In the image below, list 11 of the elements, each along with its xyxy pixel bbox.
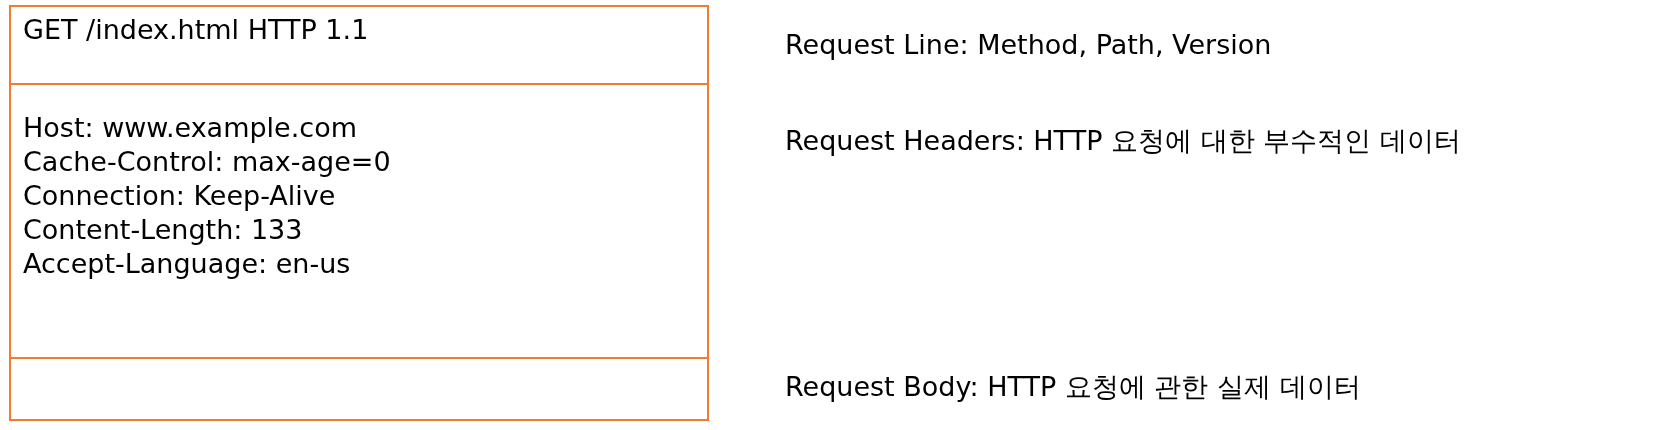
header-line: Connection: Keep-Alive: [23, 179, 336, 213]
headers-box: [9, 83, 709, 359]
request-line-text: GET /index.html HTTP 1.1: [23, 13, 369, 47]
description-text: Request Headers: HTTP 요청에 대한 부수적인 데이터: [785, 124, 1461, 158]
header-line: Accept-Language: en-us: [23, 247, 351, 281]
description-text: Request Body: HTTP 요청에 관한 실제 데이터: [785, 370, 1361, 404]
description-text: Request Line: Method, Path, Version: [785, 28, 1272, 62]
header-line: Cache-Control: max-age=0: [23, 145, 391, 179]
header-line: Content-Length: 133: [23, 213, 303, 247]
header-line: Host: www.example.com: [23, 111, 357, 145]
empty-box: [9, 357, 709, 421]
